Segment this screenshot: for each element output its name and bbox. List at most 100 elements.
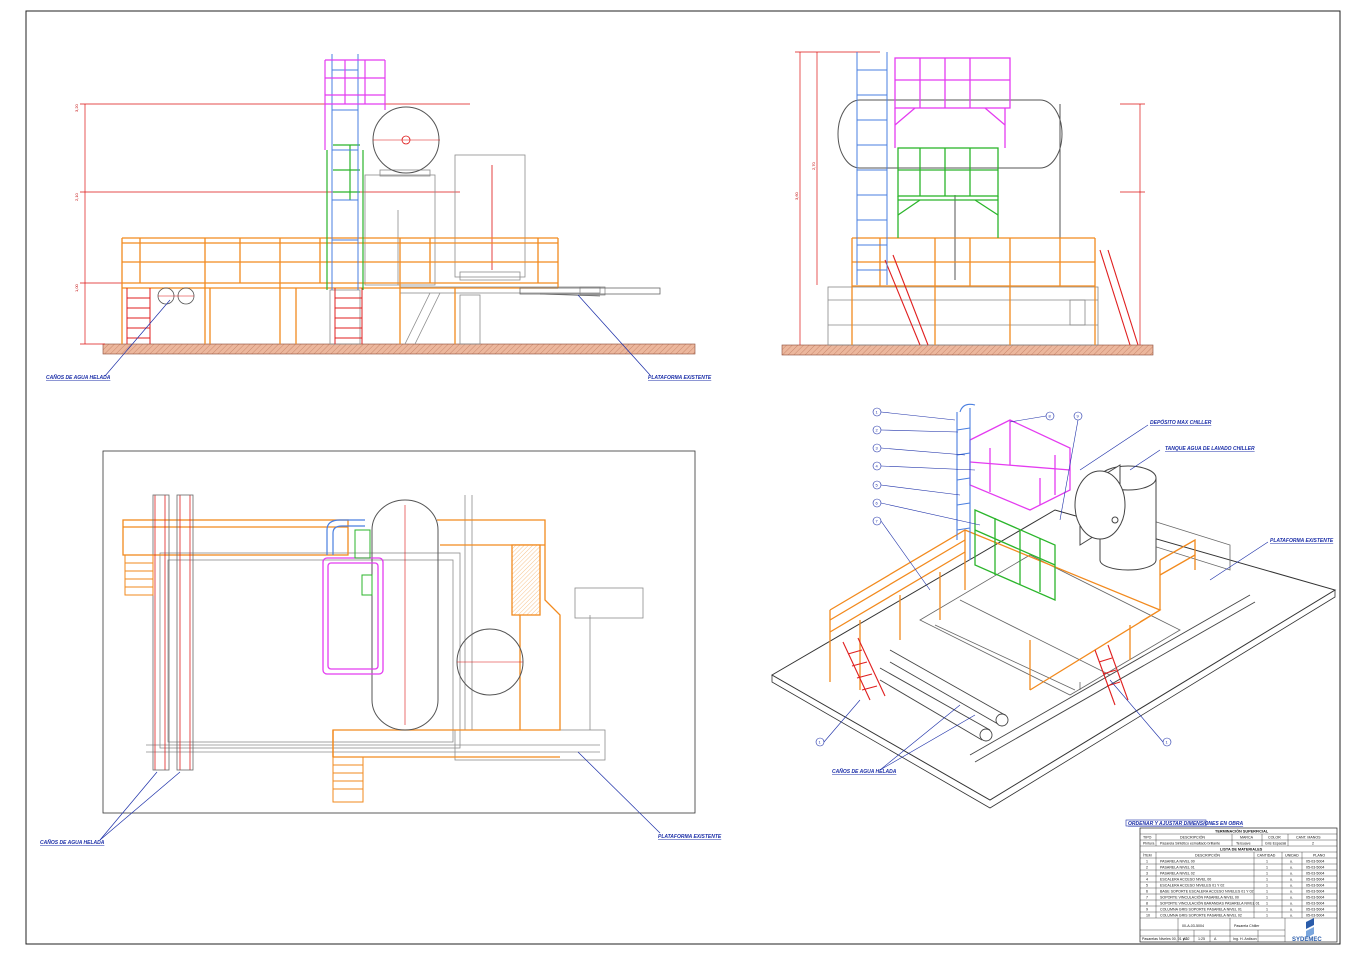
iso-label-chiller: DEPÓSITO MAX CHILLER <box>1150 419 1212 426</box>
iso-bubble-8: 8 <box>1049 414 1052 419</box>
front-existing-platform <box>519 287 661 297</box>
side-ground <box>781 344 1154 356</box>
front-elevation: 3,20 2,10 1,00 <box>46 54 712 381</box>
bom-cell: 7 <box>1146 896 1148 900</box>
iso-bubble-4: 4 <box>876 464 879 469</box>
tb-col1-4: CANT. MANOS <box>1296 836 1321 840</box>
side-dim-2: 2,70 <box>811 161 816 170</box>
plan-level-01-detail <box>354 529 373 596</box>
bom-cell: 05-03-5004 <box>1306 890 1324 894</box>
bom-cell: 1 <box>1266 884 1268 888</box>
iso-bubble-7: 7 <box>876 519 879 524</box>
bom-cell: u. <box>1290 872 1293 876</box>
iso-chiller-vessel <box>1074 464 1126 546</box>
tb-col2-1: DESCRIPCIÓN <box>1195 853 1220 858</box>
side-dimensions <box>795 51 1145 345</box>
iso-platform-level-00 <box>829 529 1196 691</box>
tb-formato: A3 <box>1183 937 1187 941</box>
front-dim-1: 3,20 <box>74 103 79 112</box>
tb-row1-0: Pintura <box>1143 842 1154 846</box>
bom-cell: 9 <box>1146 908 1148 912</box>
bom-cell: PASARELA NIVEL 00 <box>1160 860 1195 864</box>
front-platform-level-00 <box>121 237 559 344</box>
side-existing-base <box>827 286 1099 346</box>
tb-col1-2: MARCA <box>1240 836 1254 840</box>
tb-section-finish: TERMINACIÓN SUPERFICIAL <box>1215 829 1269 834</box>
bom-cell: 1 <box>1266 890 1268 894</box>
iso-label-tank: TANQUE AGUA DE LAVADO CHILLER <box>1165 446 1255 452</box>
bom-cell: PASARELA NIVEL 02 <box>1160 872 1195 876</box>
bom-cell: 1 <box>1266 872 1268 876</box>
bom-cell: 4 <box>1146 878 1148 882</box>
isometric-view: 1 2 3 4 5 6 7 8 9 1 1 <box>771 403 1337 809</box>
bom-cell: u. <box>1290 908 1293 912</box>
bom-cell: u. <box>1290 890 1293 894</box>
iso-bubble-1: 1 <box>876 410 879 415</box>
bom-cell: 05-03-5004 <box>1306 866 1324 870</box>
plan-vertical-ladder <box>326 519 365 555</box>
tb-revision: A <box>1214 937 1217 941</box>
bom-cell: 6 <box>1146 890 1148 894</box>
tb-escala: 1:25 <box>1198 937 1205 941</box>
plan-stairs <box>124 554 364 803</box>
bom-cell: 05-03-5004 <box>1306 896 1324 900</box>
iso-item-bubbles <box>815 407 1172 747</box>
side-stairs <box>884 249 1139 346</box>
sydemec-logo-text: SYDEMEC <box>1292 937 1322 943</box>
bom-cell: 05-03-5004 <box>1306 872 1324 876</box>
front-existing-structure <box>329 154 606 345</box>
bom-cell: u. <box>1290 902 1293 906</box>
front-level-02-structure <box>324 59 386 150</box>
bom-cell: 05-03-5004 <box>1306 884 1324 888</box>
bom-cell: 05-03-5004 <box>1306 908 1324 912</box>
bom-cell: u. <box>1290 860 1293 864</box>
tb-col1-0: TIPO <box>1143 836 1152 840</box>
bom-cell: 8 <box>1146 902 1148 906</box>
bom-cell: SOPORTE VINCULACIÓN PASARELA NIVEL 00 <box>1160 895 1239 900</box>
bom-cell: u. <box>1290 884 1293 888</box>
iso-chilled-water-pipes <box>879 594 1256 763</box>
iso-bubble-11: 1 <box>1166 740 1169 745</box>
iso-bubble-2: 2 <box>876 428 879 433</box>
front-vertical-ladder <box>331 54 359 290</box>
iso-bubble-10: 1 <box>819 740 822 745</box>
front-ground <box>102 343 696 355</box>
bom-cell: 1 <box>1266 878 1268 882</box>
bom-cell: 1 <box>1146 860 1148 864</box>
tb-subtitulo: Pasarelas Niveles 00, 01 y 02 <box>1142 937 1190 941</box>
tb-col2-0: ÍTEM <box>1143 854 1152 858</box>
plan-platform-level-00 <box>122 519 561 758</box>
side-platform-level-00 <box>851 237 1096 345</box>
tb-dibujo: Ing. H. Ardison <box>1233 937 1257 941</box>
front-dim-2: 2,10 <box>74 192 79 201</box>
bom-cell: u. <box>1290 878 1293 882</box>
bom-cell: 05-03-5004 <box>1306 878 1324 882</box>
iso-bubble-9: 9 <box>1077 414 1080 419</box>
tb-row1-3: Gris Espacial <box>1265 842 1286 846</box>
tb-col1-1: DESCRIPCIÓN <box>1180 835 1205 840</box>
sheet-border <box>25 10 1341 945</box>
tb-row1-2: Tersuave <box>1236 842 1251 846</box>
iso-label-chilled-pipes: CAÑOS DE AGUA HELADA <box>832 768 897 775</box>
plan-label-chilled-pipes: CAÑOS DE AGUA HELADA <box>40 839 105 846</box>
sydemec-logo: SYDEMEC <box>1292 918 1322 943</box>
bom-cell: 2 <box>1146 866 1148 870</box>
bom-cell: 05-03-5004 <box>1306 860 1324 864</box>
iso-stairs <box>842 637 1129 706</box>
bom-cell: BASE SOPORTE ESCALERA ACCESO NIVELES 01 … <box>1160 890 1253 894</box>
plan-existing-structure <box>146 495 644 761</box>
bom-cell: 10 <box>1146 914 1150 918</box>
iso-level-02-structure <box>969 419 1071 511</box>
tb-col2-4: PLANO <box>1313 854 1325 858</box>
side-dim-1: 3,60 <box>794 191 799 200</box>
front-chiller-vessel <box>372 106 440 174</box>
plan-frame <box>102 450 696 814</box>
side-elevation: 3,60 2,70 <box>781 51 1154 356</box>
front-dim-3: 1,00 <box>74 283 79 292</box>
bom-cell: 1 <box>1266 860 1268 864</box>
bom-cell: 1 <box>1266 902 1268 906</box>
front-stair-center <box>334 288 363 344</box>
front-stair-left <box>126 288 151 344</box>
plan-chiller-vessel <box>456 628 524 696</box>
tb-section-materials: LISTA DE MATERIALES <box>1220 848 1263 852</box>
